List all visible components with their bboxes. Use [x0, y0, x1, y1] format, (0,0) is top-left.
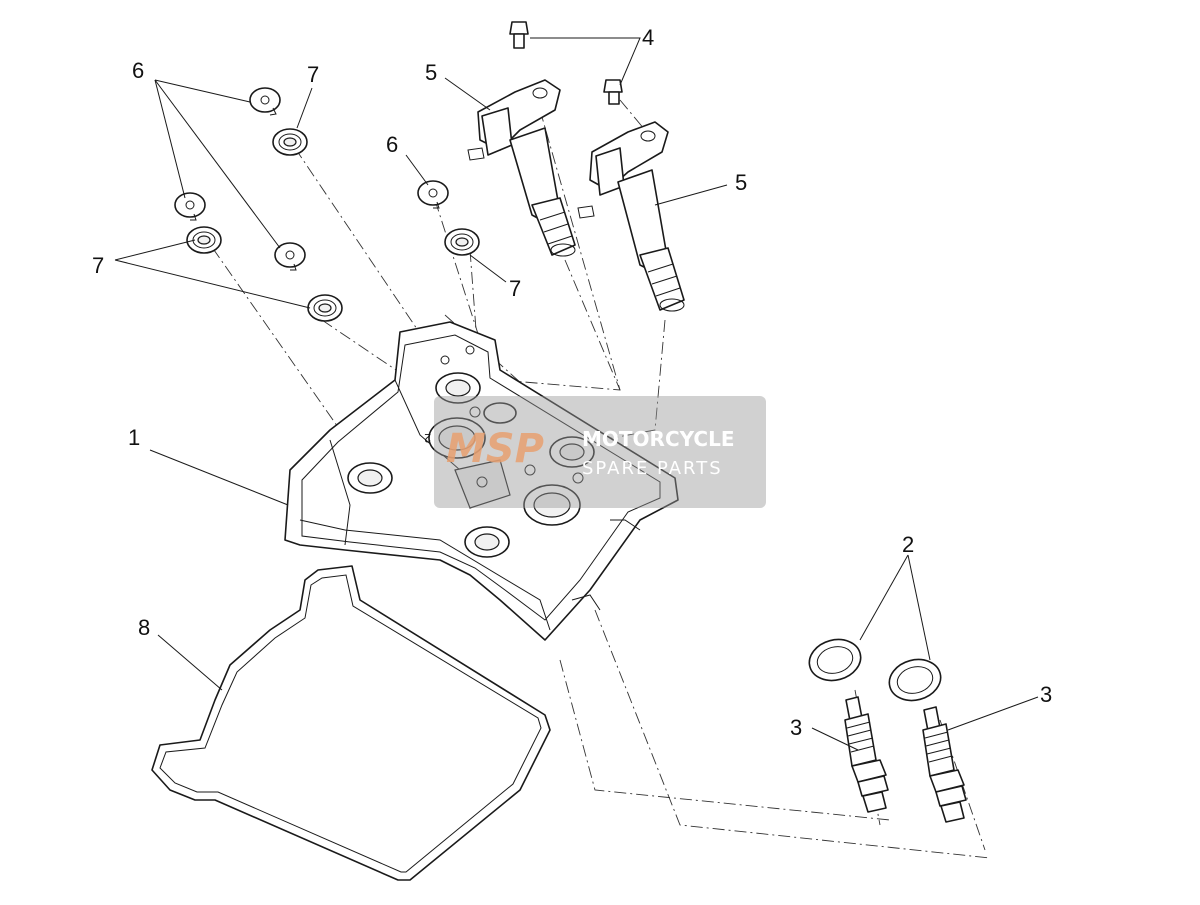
callout-4: 4 [642, 25, 654, 50]
watermark-line1: MOTORCYCLE [582, 427, 734, 451]
callout-2: 2 [902, 532, 914, 557]
bolt-group [509, 21, 623, 105]
seal-4 [444, 228, 480, 256]
callout-labels: 1 2 3 3 4 5 5 6 6 7 7 7 8 [92, 25, 1052, 740]
ignition-coil-1 [467, 79, 576, 257]
callout-3-right: 3 [1040, 682, 1052, 707]
cap-4 [417, 180, 449, 209]
callout-1: 1 [128, 425, 140, 450]
leader-lines [114, 37, 1039, 751]
bolt-2 [603, 79, 623, 105]
spark-plug-1 [844, 696, 889, 813]
seal-group [186, 128, 480, 322]
seal-2 [186, 226, 222, 254]
cover-marking: 2 [424, 431, 431, 445]
watermark-box [434, 396, 766, 508]
callout-6-center: 6 [386, 132, 398, 157]
callout-3-left: 3 [790, 715, 802, 740]
callout-7-center: 7 [509, 276, 521, 301]
callout-7-top: 7 [307, 62, 319, 87]
callout-8: 8 [138, 615, 150, 640]
spark-plug-2 [922, 706, 967, 823]
watermark-line2: SPARE PARTS [582, 458, 723, 479]
seal-3 [307, 294, 343, 322]
callout-6-left: 6 [132, 58, 144, 83]
cap-group [174, 87, 449, 271]
cap-1 [249, 87, 281, 116]
washer-1 [808, 638, 862, 682]
washer-2 [888, 658, 942, 702]
ignition-coil-2 [577, 121, 685, 312]
valve-cover: 2 [284, 321, 679, 641]
callout-7-left: 7 [92, 253, 104, 278]
cover-gasket [151, 565, 551, 881]
callout-5-left: 5 [425, 60, 437, 85]
bolt-1 [509, 21, 529, 49]
watermark-logo: MSP [446, 426, 544, 472]
watermark: MSP MOTORCYCLE SPARE PARTS [434, 396, 766, 508]
cap-3 [274, 242, 306, 271]
cap-2 [174, 192, 206, 221]
seal-1 [272, 128, 308, 156]
washer-group [808, 638, 942, 702]
callout-5-right: 5 [735, 170, 747, 195]
